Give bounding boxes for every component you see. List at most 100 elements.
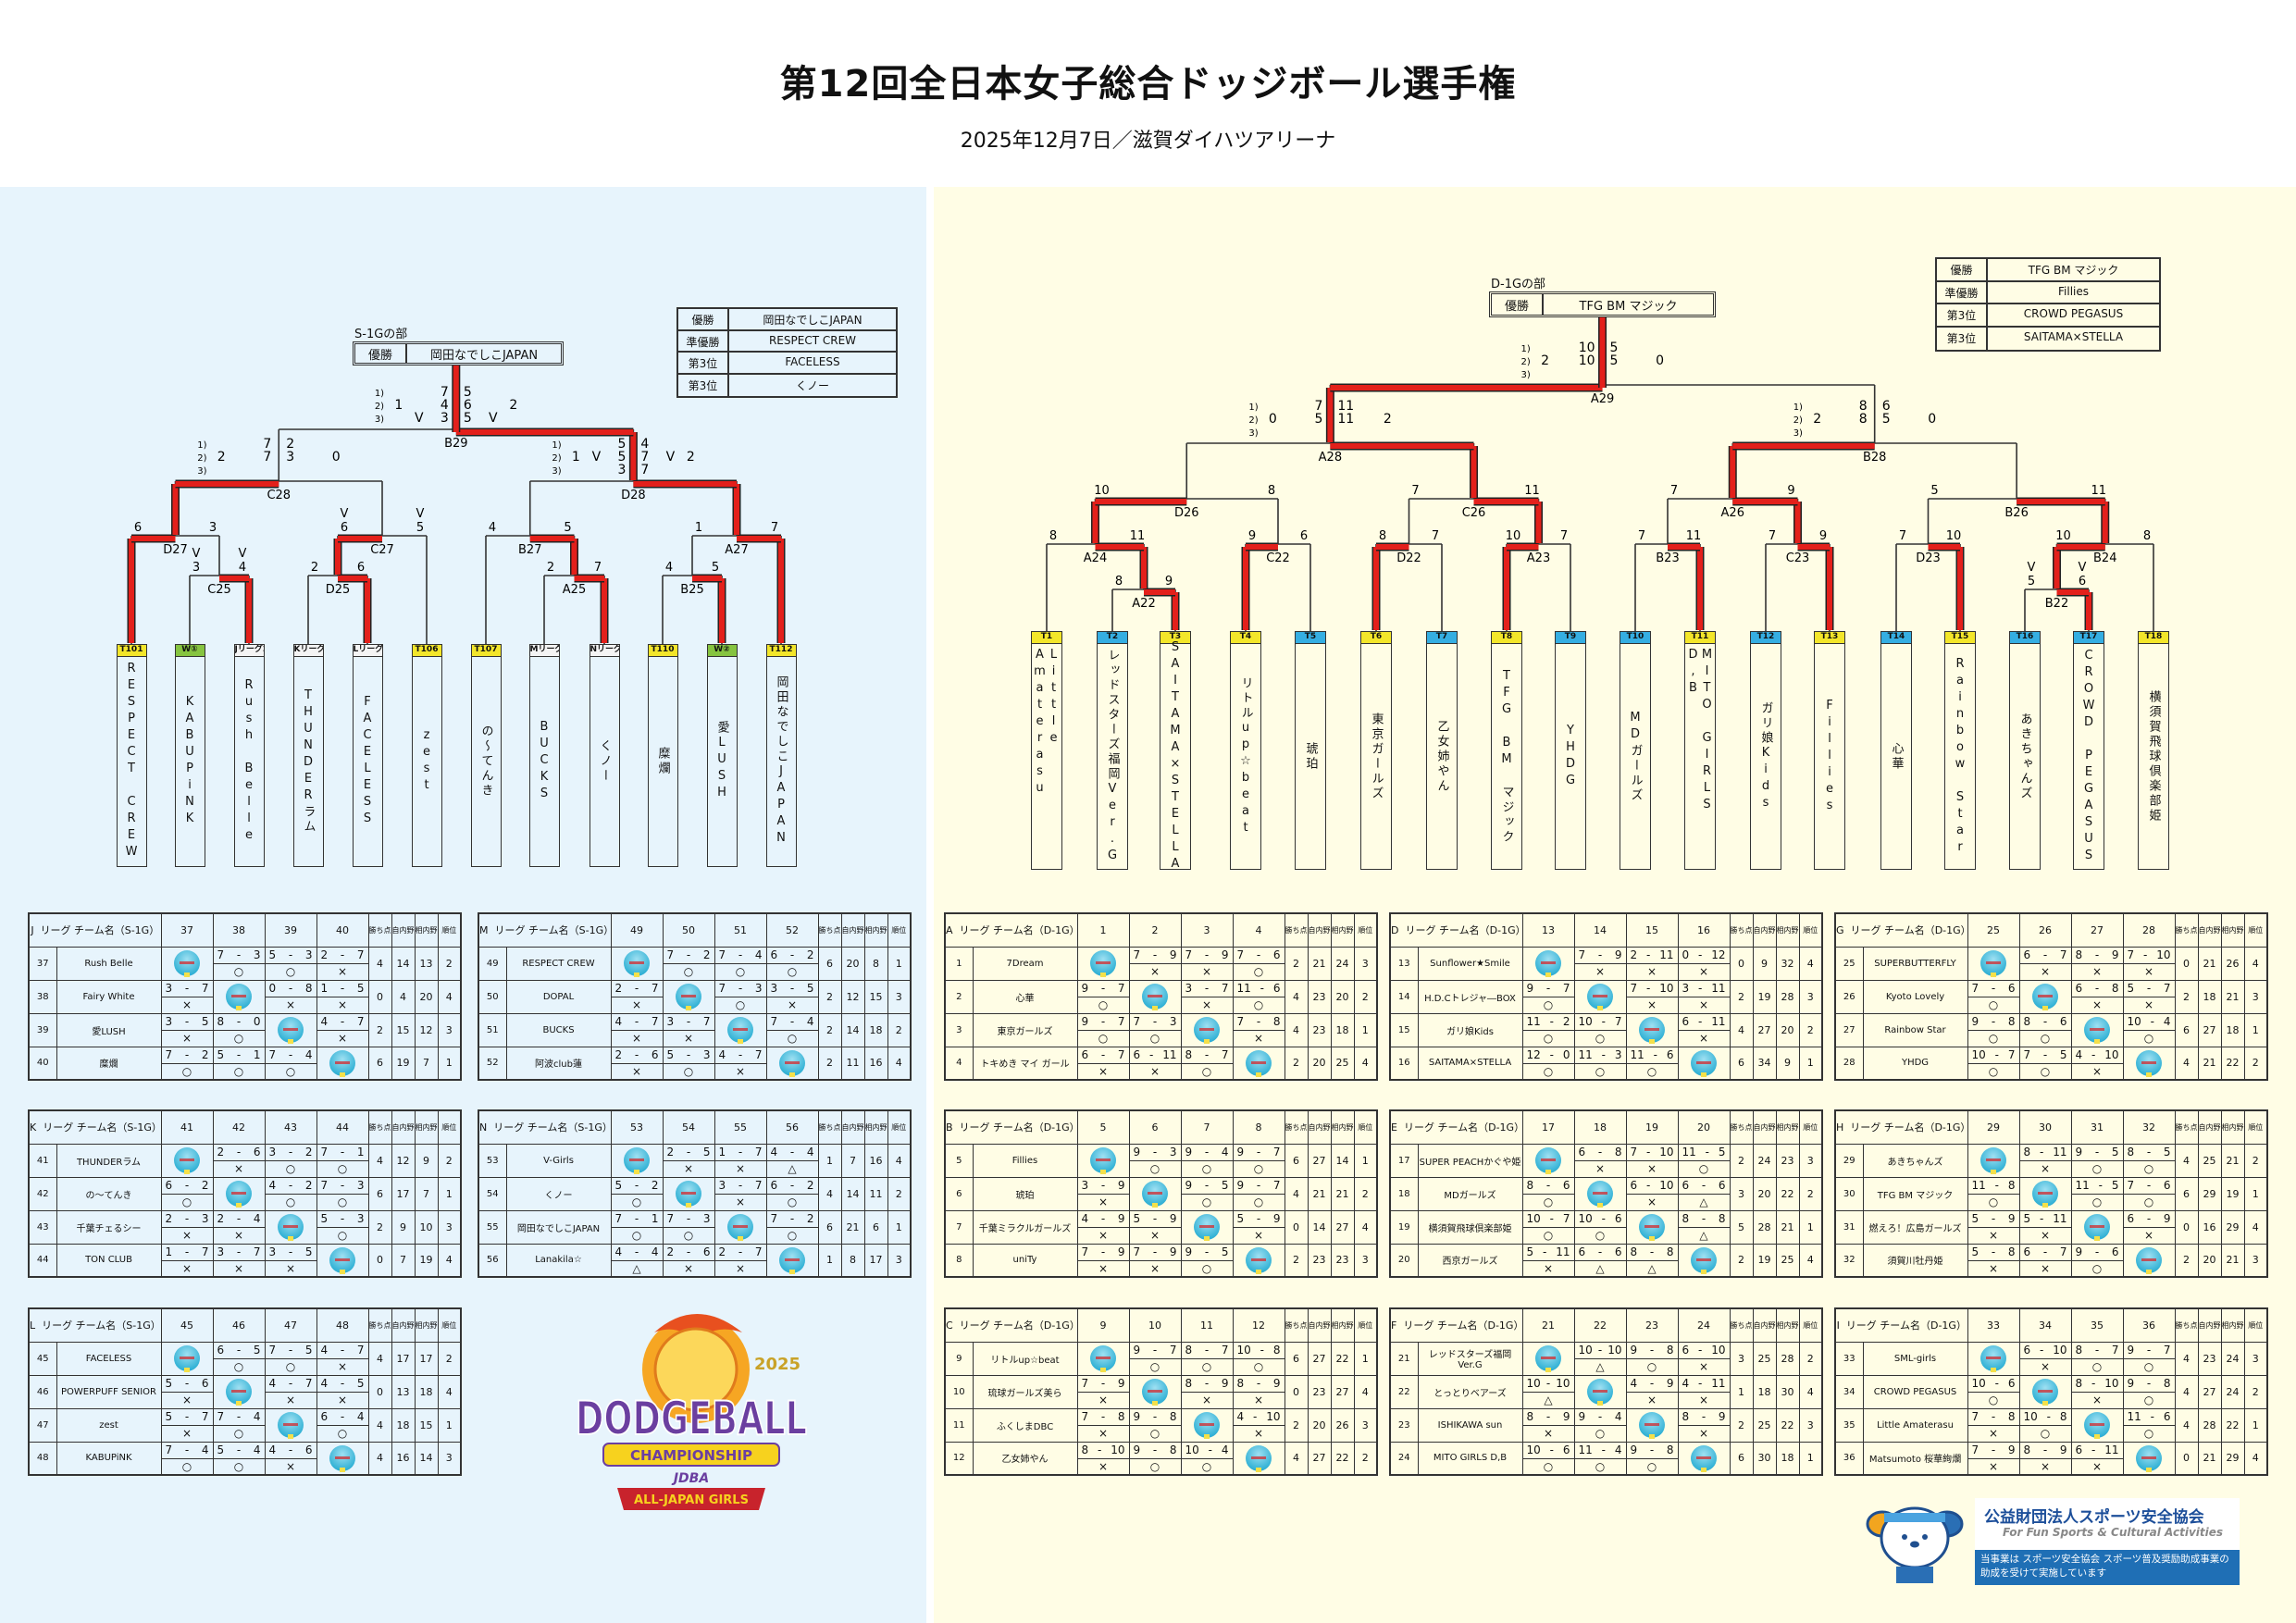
seed-tag: T18	[2138, 631, 2169, 644]
score-own: 9	[1133, 1344, 1141, 1357]
score-left: 7	[1899, 529, 1906, 543]
league-column-label: リーグ チーム名（S-1G）	[42, 1319, 161, 1332]
score-opponent: 10	[2053, 1344, 2067, 1357]
score-right: 7	[771, 521, 778, 535]
dodgeball-icon	[174, 1147, 201, 1174]
score-opponent: 6	[253, 1146, 261, 1158]
opponent-column-header: 26	[2018, 912, 2072, 948]
team-stat: 18	[2220, 1012, 2245, 1047]
match-score: 11-5	[2070, 1176, 2124, 1195]
stat-column-header: 自内野	[2197, 1307, 2222, 1343]
team-stat: 15	[863, 979, 888, 1014]
score-own: 11	[1578, 1048, 1593, 1061]
league-result-row: ×××	[1835, 1458, 2267, 1476]
dodgeball-icon	[624, 1147, 650, 1174]
team-stat: 2	[1798, 1176, 1823, 1211]
match-result-mark: ×	[1677, 1425, 1731, 1443]
match-result-mark: ○	[1232, 1358, 1285, 1376]
team-number: 51	[478, 1012, 507, 1047]
score-opponent: 7	[1562, 982, 1570, 995]
team-number: 36	[1834, 1441, 1864, 1476]
team-number: 8	[944, 1243, 974, 1278]
score-own: 3	[165, 982, 173, 995]
team-stat: 17	[414, 1341, 439, 1376]
score-own: 2	[666, 1146, 675, 1158]
score-opponent: 3	[356, 1179, 365, 1192]
stat-column-header: 順位	[887, 1109, 912, 1145]
set-number-label: 1)	[1793, 403, 1803, 413]
self-match-cell	[2122, 1243, 2176, 1278]
team-stat: 26	[2220, 946, 2245, 981]
match-score: 7-4	[160, 1441, 214, 1459]
champion-label: 優勝	[1492, 294, 1544, 315]
score-opponent: 9	[1718, 1410, 1726, 1423]
score-left: 8	[1049, 529, 1057, 543]
dodgeball-icon	[2084, 1017, 2111, 1044]
league-column-label: リーグ チーム名（D-1G）	[959, 1319, 1080, 1332]
team-slot: SAITAMA×STELLA	[1160, 640, 1191, 873]
score-opponent: 9	[1272, 1377, 1281, 1390]
self-match-cell	[160, 1341, 214, 1376]
team-stat: 2	[2174, 979, 2199, 1014]
score-own: 6	[770, 948, 778, 961]
dodgeball-icon	[329, 1246, 356, 1274]
match-score: 11-6	[2122, 1407, 2176, 1426]
match-result-mark: ×	[765, 997, 819, 1014]
team-stat: 4	[367, 1143, 392, 1178]
match-result-mark: ×	[2018, 1458, 2072, 1476]
match-result-mark: ×	[1180, 1392, 1234, 1409]
score-own: 9	[2075, 1245, 2083, 1258]
match-score: 5-6	[160, 1374, 214, 1393]
team-stat: 4	[1798, 1243, 1823, 1278]
set-score-left: 10	[1579, 353, 1595, 368]
team-stat: 21	[840, 1209, 865, 1245]
score-opponent: 7	[1117, 1015, 1125, 1028]
match-score: 10-4	[2122, 1012, 2176, 1031]
set-score-right: 5	[464, 411, 472, 426]
score-opponent: 4	[253, 1443, 261, 1456]
dodgeball-icon	[727, 1017, 754, 1044]
match-result-mark: ×	[610, 1030, 664, 1047]
match-score: 5-7	[2122, 979, 2176, 997]
self-match-cell	[1677, 1243, 1731, 1278]
score-right: 10	[1946, 529, 1962, 543]
team-name: 琉球ガールズ美ら	[972, 1374, 1078, 1409]
team-stat: 28	[1775, 979, 1800, 1014]
score-right: 11	[1686, 529, 1702, 543]
team-stat: 2	[887, 1176, 912, 1211]
score-own: 7	[718, 982, 726, 995]
score-own: 3	[666, 1015, 675, 1028]
match-result-mark: ○	[1128, 1458, 1182, 1476]
opponent-column-header: 43	[264, 1109, 317, 1145]
match-result-mark: ○	[160, 1194, 214, 1211]
score-own: 5	[320, 1212, 329, 1225]
team-stat: 6	[367, 1046, 392, 1081]
team-number: 41	[28, 1143, 57, 1178]
score-own: 11	[1630, 1048, 1644, 1061]
match-score: 4-7	[264, 1374, 317, 1393]
opponent-column-header: 30	[2018, 1109, 2072, 1145]
match-score: 10-7	[1521, 1209, 1575, 1228]
team-slot: Rush Belle	[233, 657, 265, 867]
team-number: 43	[28, 1209, 57, 1245]
team-number: 3	[944, 1012, 974, 1047]
league-result-row: ○○○	[478, 963, 911, 981]
score-right: 9	[1165, 575, 1173, 588]
match-result-mark: ○	[160, 1063, 214, 1081]
score-opponent: 6	[1614, 1212, 1622, 1225]
dodgeball-icon	[2032, 984, 2059, 1010]
team-number: 21	[1389, 1341, 1419, 1376]
team-number: 44	[28, 1243, 57, 1278]
opponent-column-header: 2	[1128, 912, 1182, 948]
team-stat: 22	[1330, 1341, 1355, 1376]
score-opponent: 11	[2053, 1146, 2067, 1158]
score-opponent: 9	[1614, 948, 1622, 961]
score-opponent: 11	[1711, 1377, 1726, 1390]
score-opponent: 9	[2111, 948, 2119, 961]
